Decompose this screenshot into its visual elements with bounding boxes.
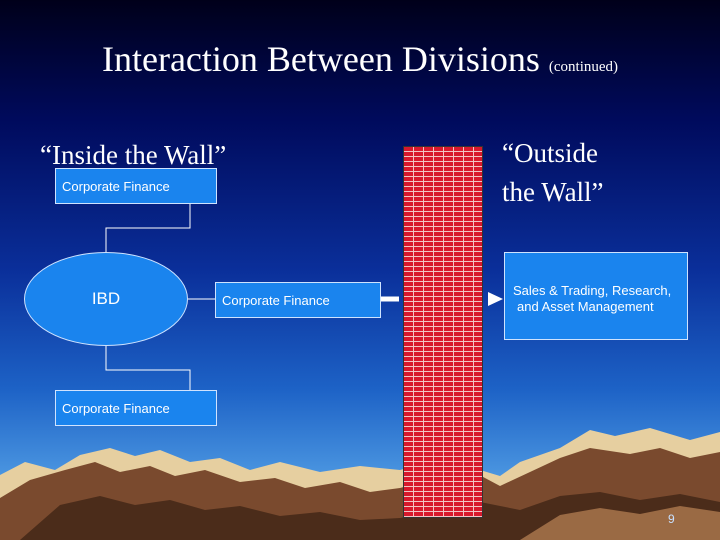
outside-box-line2: and Asset Management <box>517 299 654 314</box>
arrow-head <box>488 292 503 306</box>
outside-heading-line1: “Outside <box>502 138 598 168</box>
outside-wall-box: Sales & Trading, Research, and Asset Man… <box>504 252 688 340</box>
outside-wall-heading: “Outside the Wall” <box>502 134 604 212</box>
slide-title: Interaction Between Divisions (continued… <box>101 39 619 79</box>
page-number: 9 <box>668 512 675 526</box>
slide-title-suffix: (continued) <box>548 59 619 75</box>
corporate-finance-middle-box: Corporate Finance <box>215 282 381 318</box>
brick-wall <box>403 146 483 518</box>
outside-heading-line2: the Wall” <box>502 177 604 207</box>
corporate-finance-bottom-box: Corporate Finance <box>55 390 217 426</box>
connector-top <box>105 204 191 252</box>
outside-box-line1: Sales & Trading, Research, <box>513 283 672 298</box>
corporate-finance-top-box: Corporate Finance <box>55 168 217 204</box>
connector-bottom <box>105 346 191 390</box>
ibd-node: IBD <box>24 252 188 346</box>
inside-wall-heading: “Inside the Wall” <box>40 140 227 170</box>
